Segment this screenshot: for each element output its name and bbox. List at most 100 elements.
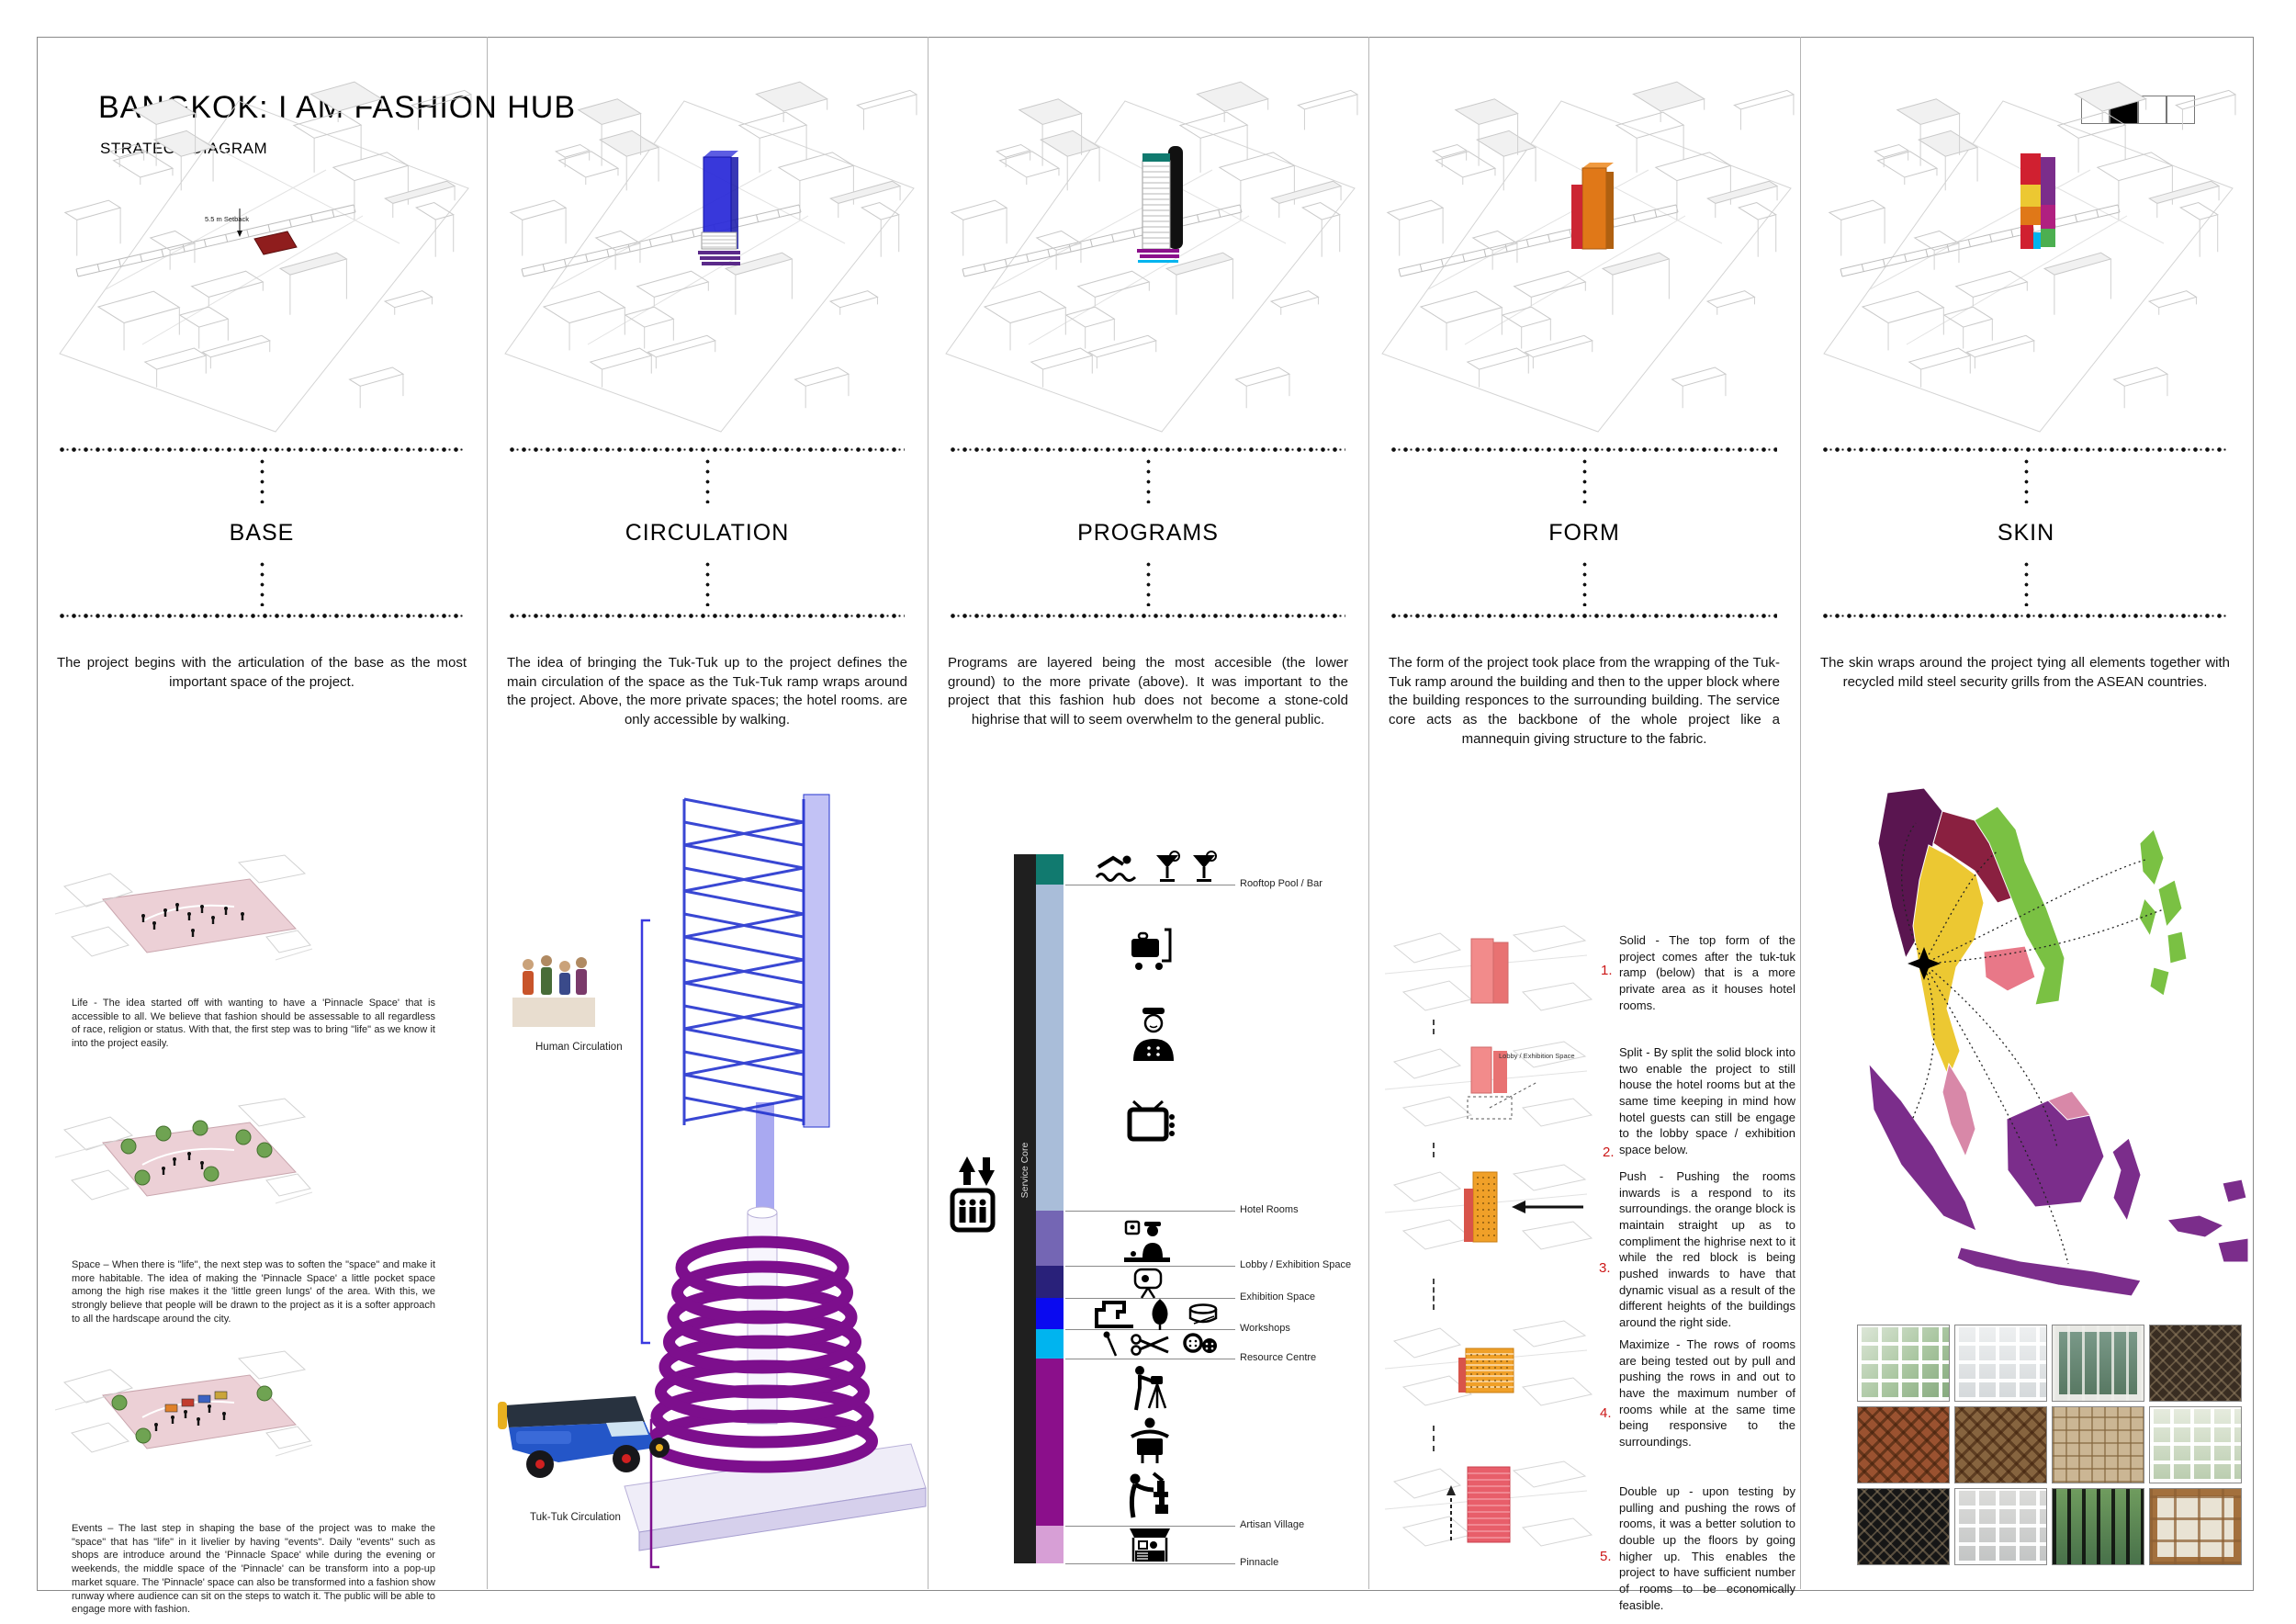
intro-form: The form of the project took place from … [1389,655,1780,747]
column-title-form: FORM [1548,520,1620,546]
service-core-label: Service Core [1019,1142,1030,1199]
elevator-icon [950,1156,996,1233]
step-text-split: Split - By split the solid block into tw… [1619,1045,1795,1157]
program-label: Resource Centre [1240,1352,1317,1363]
note-life: Life - The idea started off with wanting… [72,998,435,1050]
program-label: Lobby / Exhibition Space [1240,1259,1352,1270]
intro-circulation: The idea of bringing the Tuk-Tuk up to t… [507,655,907,728]
form-step-sketch-split [1384,1041,1593,1127]
intro-base: The project begins with the articulation… [57,655,467,690]
photographer-icon [1134,1366,1167,1411]
step-number-1: 1. [1601,963,1613,978]
step-number-4: 4. [1600,1405,1612,1421]
grill-photo [1857,1325,1950,1402]
dotted-connector [1582,459,1587,503]
lobby-annotation: Lobby / Exhibition Space [1499,1052,1575,1060]
column-title-programs: PROGRAMS [1077,520,1219,546]
dashed-connector [1433,1279,1435,1310]
program-segment [1036,1298,1064,1329]
program-label: Pinnacle [1240,1557,1279,1568]
dotted-connector [2024,459,2029,503]
dotted-connector [1146,562,1151,606]
column-divider [928,37,929,1589]
swimmer-icon [1095,855,1137,882]
leader-line [1065,1526,1235,1527]
dotted-connector [705,562,710,606]
axonometric-form-diagram [1381,81,1795,433]
step-number-3: 3. [1599,1260,1611,1276]
pin-icon [1103,1331,1118,1357]
grill-photo [2052,1488,2144,1565]
cocktail-icon [1156,851,1180,882]
dotted-connector [260,459,264,503]
dotted-separator [60,447,464,452]
grill-photo [1857,1488,1950,1565]
intro-skin: The skin wraps around the project tying … [1820,655,2230,690]
column-divider [487,37,488,1589]
tv-icon [1127,1100,1175,1142]
tailor-icon [1131,1417,1169,1463]
grill-photo [2149,1325,2242,1402]
dotted-separator [951,614,1345,618]
leader-line [1065,1211,1235,1212]
axonometric-circulation-diagram [504,81,918,433]
scissors-icon [1131,1334,1169,1356]
thread-spool-icon [1188,1303,1218,1325]
setback-annotation: 5.5 m Setback [205,215,249,223]
dotted-separator [60,614,464,618]
column-title-circulation: CIRCULATION [625,520,790,546]
program-label: Hotel Rooms [1240,1204,1299,1215]
dashed-connector [1433,1426,1435,1451]
asean-map [1868,787,2249,1297]
dotted-separator [951,447,1345,452]
column-title-skin: SKIN [1997,520,2055,546]
presentation-mic-icon [1133,1268,1163,1299]
human-circulation-photo [512,955,595,1027]
cocktail-icon [1193,851,1217,882]
column-title-base: BASE [229,520,295,546]
sewing-machine-icon [1095,1301,1133,1328]
dotted-separator [1823,614,2229,618]
dotted-connector [260,562,264,606]
program-segment [1036,1359,1064,1526]
events-plan-sketch [54,1350,313,1457]
grill-photo [1954,1325,2047,1402]
step-text-solid: Solid - The top form of the project come… [1619,933,1795,1012]
dotted-connector [2024,562,2029,606]
form-step-sketch-solid [1384,925,1593,1011]
grill-photo [2052,1325,2144,1402]
leader-line [1065,1266,1235,1267]
leader-line [1065,1298,1235,1299]
leader-line [1065,1329,1235,1330]
space-plan-sketch [54,1098,313,1204]
dress-form-icon [1152,1299,1168,1330]
leader-line [1065,1563,1235,1564]
form-step-sketch-double-up [1384,1460,1593,1547]
step-number-2: 2. [1603,1145,1615,1160]
tuktuk-photo [498,1396,670,1478]
grill-photo [2149,1488,2242,1565]
note-space: Space – When there is "life", the next s… [72,1259,435,1325]
luggage-cart-icon [1131,928,1172,970]
step-text-maximize: Maximize - The rows of rooms are being t… [1619,1337,1795,1449]
bellhop-icon [1133,1008,1174,1061]
step-text-push: Push - Pushing the rooms inwards is a re… [1619,1169,1795,1330]
program-segment [1036,1526,1064,1563]
dotted-separator [1391,447,1777,452]
dotted-separator [1391,614,1777,618]
grill-photo [1954,1406,2047,1483]
dotted-separator [510,447,905,452]
note-events: Events – The last step in shaping the ba… [72,1523,435,1616]
market-stall-icon [1130,1528,1170,1562]
dotted-separator [510,614,905,618]
bangkok-star [1908,947,1941,980]
buttons-icon [1183,1333,1217,1353]
circulation-diagram [498,794,927,1569]
legend-box-empty [2167,96,2195,124]
program-label: Rooftop Pool / Bar [1240,878,1322,889]
life-plan-sketch [54,854,313,961]
program-segment [1036,854,1064,885]
dotted-connector [1146,459,1151,503]
dashed-connector [1433,1020,1435,1034]
